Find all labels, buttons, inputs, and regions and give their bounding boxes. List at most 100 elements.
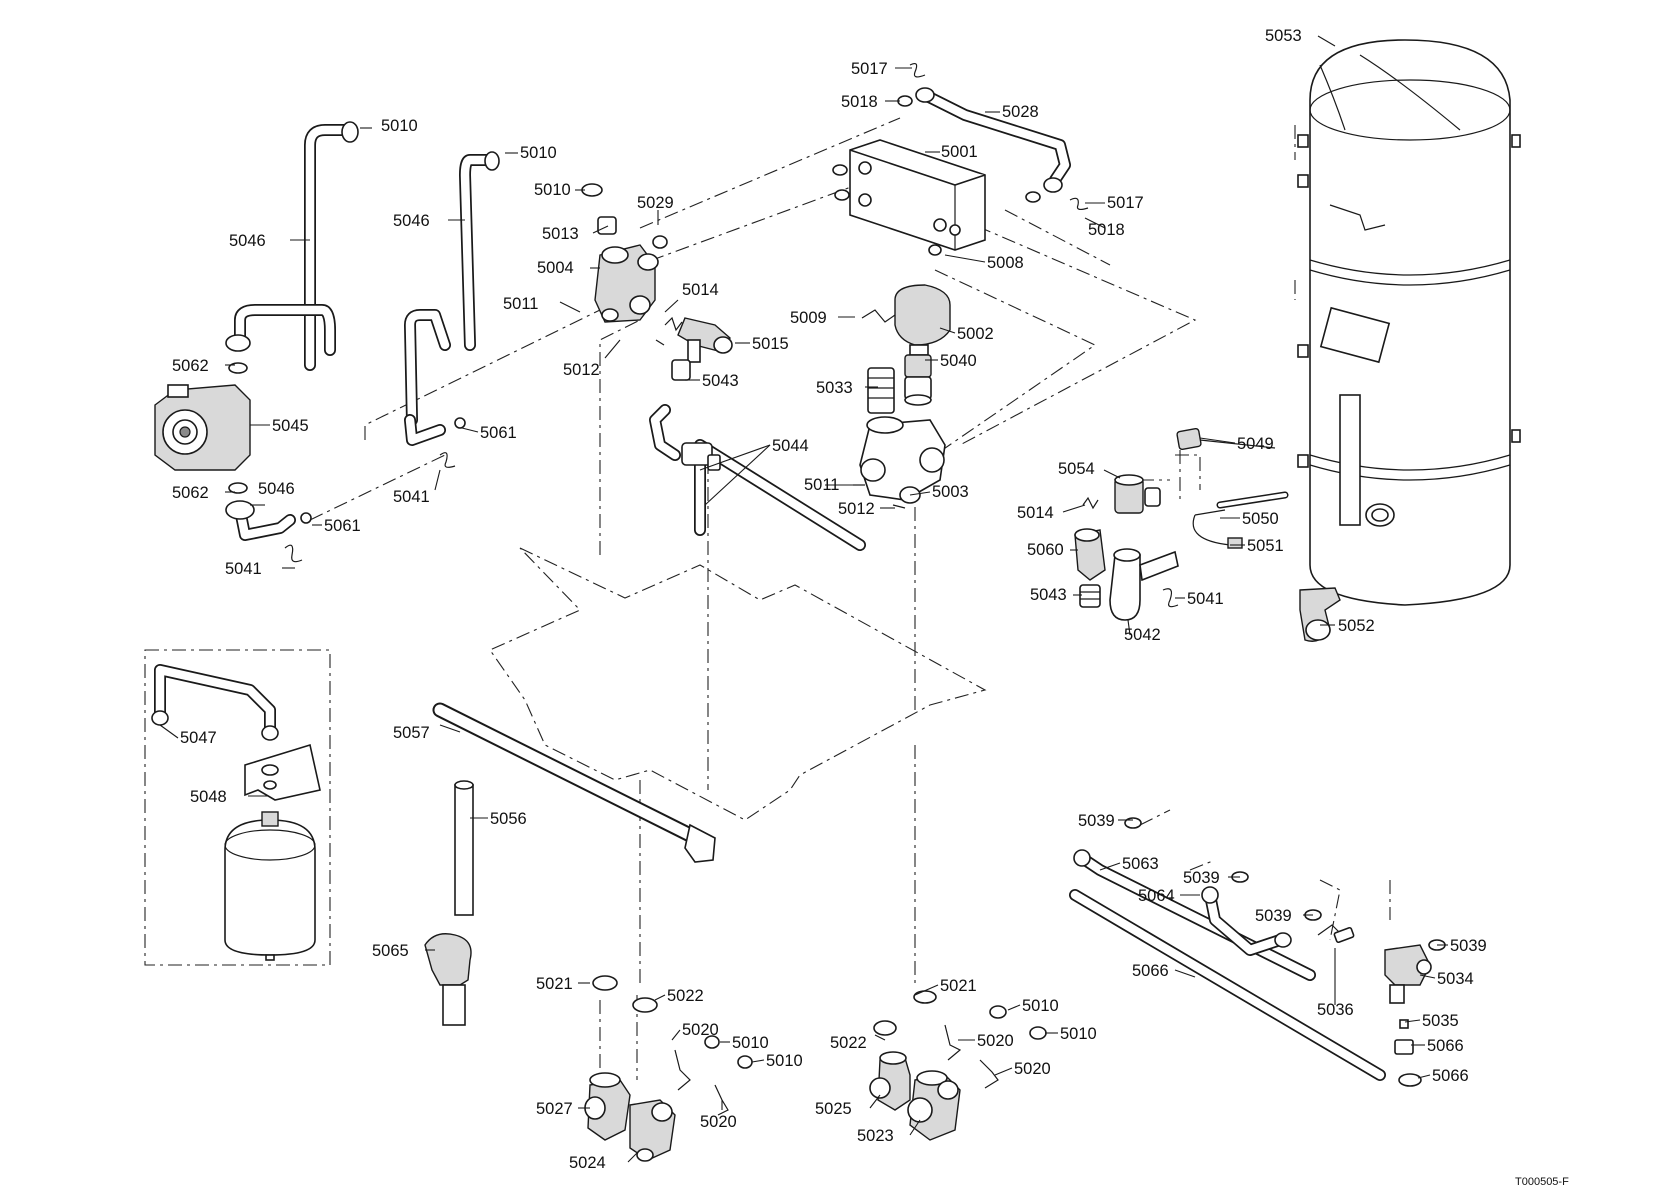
part-label: 5029 xyxy=(637,194,674,212)
part-label: 5047 xyxy=(180,729,217,747)
tee-fitting xyxy=(1114,474,1161,514)
drawing-reference: T000505-F xyxy=(1515,1176,1569,1188)
part-label: 5052 xyxy=(1338,617,1375,635)
union-nut xyxy=(225,334,251,352)
part-label: 5046 xyxy=(393,212,430,230)
part-label: 5039 xyxy=(1450,937,1487,955)
part-label: 5018 xyxy=(841,93,878,111)
part-label: 5066 xyxy=(1427,1037,1464,1055)
part-label: 5010 xyxy=(520,144,557,162)
part-label: 5018 xyxy=(1088,221,1125,239)
part-label: 5062 xyxy=(172,357,209,375)
union-nut xyxy=(151,710,169,726)
part-label: 5060 xyxy=(1027,541,1064,559)
fitting xyxy=(1398,1073,1422,1087)
part-label: 5010 xyxy=(1060,1025,1097,1043)
union-nut xyxy=(1073,849,1091,867)
immersion-sensor xyxy=(1192,491,1289,549)
washer xyxy=(592,975,618,991)
part-label: 5034 xyxy=(1437,970,1474,988)
part-label: 5035 xyxy=(1422,1012,1459,1030)
trap-assembly xyxy=(1109,548,1179,621)
clip xyxy=(439,452,456,468)
part-label: 5023 xyxy=(857,1127,894,1145)
part-label: 5049 xyxy=(1237,435,1274,453)
part-label: 5041 xyxy=(225,560,262,578)
part-label: 5017 xyxy=(1107,194,1144,212)
condensate-pipe xyxy=(432,702,716,863)
pipe xyxy=(154,664,276,736)
part-label: 5020 xyxy=(700,1113,737,1131)
expansion-vessel xyxy=(224,811,316,961)
clip xyxy=(909,62,926,78)
o-ring xyxy=(704,1035,720,1049)
part-label: 5040 xyxy=(940,352,977,370)
leader-lines xyxy=(159,35,1448,1163)
clip xyxy=(664,316,683,332)
part-label: 5043 xyxy=(702,372,739,390)
union-nut xyxy=(341,121,359,143)
clip xyxy=(979,1059,999,1089)
clip xyxy=(1082,496,1099,510)
isolating-valve xyxy=(869,1051,911,1111)
part-label: 5010 xyxy=(766,1052,803,1070)
part-label: 5039 xyxy=(1255,907,1292,925)
part-label: 5050 xyxy=(1242,510,1279,528)
valve-body xyxy=(859,416,946,504)
part-label: 5021 xyxy=(536,975,573,993)
part-label: 5048 xyxy=(190,788,227,806)
circulating-pump xyxy=(154,384,251,471)
part-label: 5022 xyxy=(830,1034,867,1052)
part-label: 5041 xyxy=(393,488,430,506)
o-ring xyxy=(1029,1026,1047,1040)
part-label: 5061 xyxy=(480,424,517,442)
pressure-relief-valve xyxy=(1384,944,1432,1004)
part-label: 5011 xyxy=(804,476,839,494)
part-label: 5046 xyxy=(229,232,266,250)
non-return-valve xyxy=(1074,528,1106,581)
part-label: 5020 xyxy=(977,1032,1014,1050)
o-ring xyxy=(928,244,942,256)
o-ring xyxy=(300,512,312,524)
part-label: 5064 xyxy=(1138,887,1175,905)
part-label: 5041 xyxy=(1187,590,1224,608)
assembly-guide-lines xyxy=(144,117,1391,1080)
part-label: 5014 xyxy=(1017,504,1054,522)
siphon-body xyxy=(424,933,472,1026)
union-nut xyxy=(1274,932,1292,948)
washer xyxy=(873,1020,897,1036)
part-label: 5066 xyxy=(1432,1067,1469,1085)
clip xyxy=(655,339,665,346)
union-nut xyxy=(1043,177,1063,193)
union-nut xyxy=(1201,886,1219,904)
washer xyxy=(228,482,248,494)
part-label: 5046 xyxy=(258,480,295,498)
clip xyxy=(861,309,896,323)
nipple-fitting xyxy=(1079,584,1101,608)
isolating-valve xyxy=(629,1099,676,1162)
o-ring xyxy=(897,95,913,107)
mounting-bracket xyxy=(244,743,321,801)
part-label: 5025 xyxy=(815,1100,852,1118)
part-label: 5039 xyxy=(1183,869,1220,887)
clip xyxy=(284,544,303,563)
part-label: 5021 xyxy=(940,977,977,995)
part-label: 5051 xyxy=(1247,537,1284,555)
o-ring xyxy=(737,1055,753,1069)
clip xyxy=(1069,197,1089,211)
pipe xyxy=(1069,854,1386,1081)
valve-cartridge xyxy=(597,216,617,235)
nipple-fitting xyxy=(671,359,691,381)
pipe xyxy=(919,89,1071,186)
temperature-sensor xyxy=(1176,428,1276,450)
o-ring xyxy=(652,235,668,249)
part-label: 5042 xyxy=(1124,626,1161,644)
part-label: 5062 xyxy=(172,484,209,502)
screw xyxy=(1399,1019,1409,1029)
pipe xyxy=(234,504,296,541)
washer xyxy=(913,990,937,1004)
clip xyxy=(1162,588,1179,608)
part-label: 5033 xyxy=(816,379,853,397)
